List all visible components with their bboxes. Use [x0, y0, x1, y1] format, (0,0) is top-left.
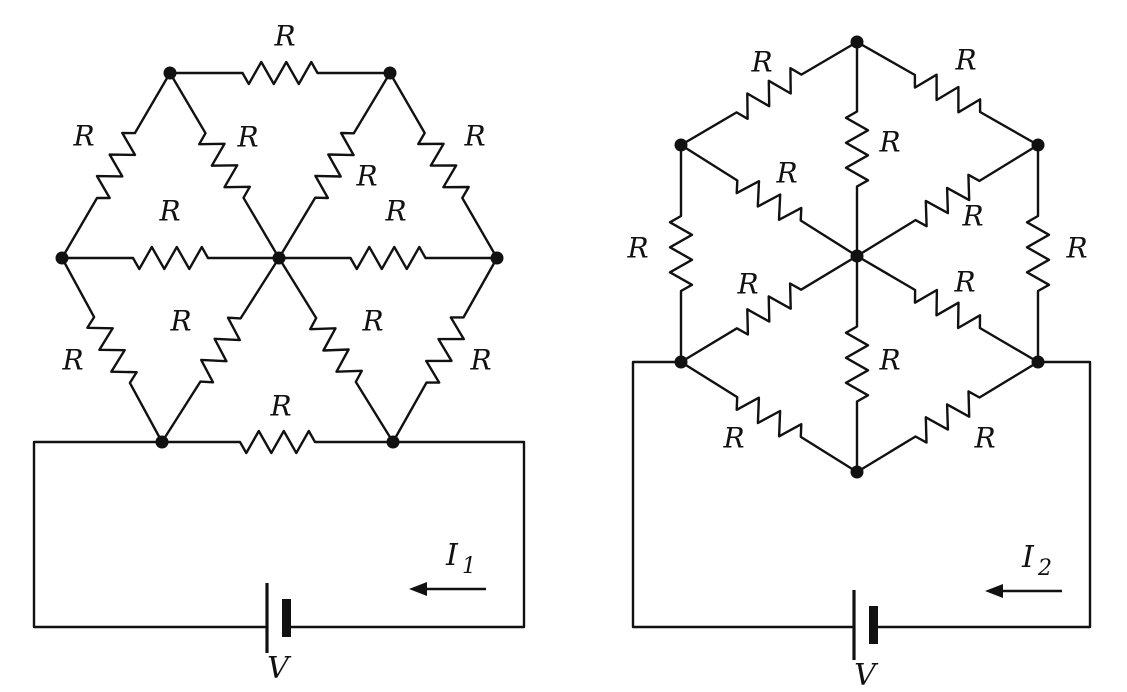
- resistor-label: R: [384, 195, 406, 228]
- resistor: [60, 256, 164, 444]
- resistor-label: R: [722, 422, 744, 455]
- junction-node: [155, 435, 169, 449]
- resistor: [668, 143, 694, 364]
- junction-node: [1031, 355, 1045, 369]
- resistor-label: R: [236, 121, 258, 154]
- arrowhead-icon: [409, 582, 427, 596]
- resistor: [277, 256, 395, 444]
- junction-node: [163, 66, 177, 80]
- battery-short-plate: [869, 606, 878, 644]
- resistor-label: R: [158, 195, 180, 228]
- resistor: [277, 245, 499, 271]
- junction-node: [674, 355, 688, 369]
- resistor-label: R: [736, 268, 758, 301]
- junction-node: [383, 66, 397, 80]
- resistor-label: R: [626, 232, 648, 265]
- resistor: [60, 71, 172, 260]
- junction-node: [386, 435, 400, 449]
- resistor: [277, 71, 392, 260]
- resistor-label: R: [269, 390, 291, 423]
- voltage-label: V: [854, 658, 879, 692]
- resistor: [168, 60, 392, 86]
- resistor: [168, 71, 281, 260]
- resistor: [844, 40, 870, 258]
- resistor: [388, 71, 499, 260]
- resistor-label: R: [469, 344, 491, 377]
- resistor: [60, 245, 281, 271]
- resistor-label: R: [878, 126, 900, 159]
- junction-node: [272, 251, 286, 265]
- resistor: [855, 254, 1040, 364]
- current-subscript: 2: [1037, 556, 1052, 581]
- resistor: [679, 254, 859, 364]
- junction-node: [55, 251, 69, 265]
- junction-node: [850, 465, 864, 479]
- arrowhead-icon: [985, 584, 1003, 598]
- resistor-label: R: [878, 344, 900, 377]
- resistor-label: R: [953, 266, 975, 299]
- resistor-label: R: [61, 344, 83, 377]
- resistor-label: R: [750, 46, 772, 79]
- resistor: [679, 143, 859, 258]
- voltage-label: V: [267, 651, 292, 686]
- resistor: [855, 143, 1040, 258]
- resistor: [855, 360, 1040, 474]
- battery-short-plate: [282, 599, 291, 637]
- outer-wire: [32, 440, 267, 629]
- resistor-label: R: [775, 157, 797, 190]
- resistor-label: R: [361, 305, 383, 338]
- resistor-label: R: [1065, 232, 1087, 265]
- outer-wire: [631, 360, 854, 629]
- resistor-label: R: [169, 305, 191, 338]
- resistor-label: R: [961, 200, 983, 233]
- current-subscript: 1: [462, 554, 476, 579]
- resistor: [1025, 143, 1051, 364]
- resistor: [391, 256, 499, 444]
- resistor: [855, 40, 1040, 147]
- current-label: I: [1021, 540, 1035, 575]
- junction-node: [850, 35, 864, 49]
- resistor-label: R: [954, 44, 976, 77]
- resistor-label: R: [973, 422, 995, 455]
- junction-node: [490, 251, 504, 265]
- resistor: [679, 360, 859, 474]
- resistor-label: R: [273, 20, 295, 53]
- junction-node: [850, 249, 864, 263]
- outer-wire: [284, 440, 526, 629]
- resistor: [844, 254, 870, 474]
- current-label: I: [445, 538, 459, 573]
- resistor: [679, 40, 859, 147]
- resistor-label: R: [463, 120, 485, 153]
- junction-node: [1031, 138, 1045, 152]
- resistor-label: R: [355, 160, 377, 193]
- resistor: [160, 429, 395, 455]
- resistor-label: R: [72, 120, 94, 153]
- resistor: [160, 256, 281, 444]
- junction-node: [674, 138, 688, 152]
- outer-wire: [872, 360, 1092, 629]
